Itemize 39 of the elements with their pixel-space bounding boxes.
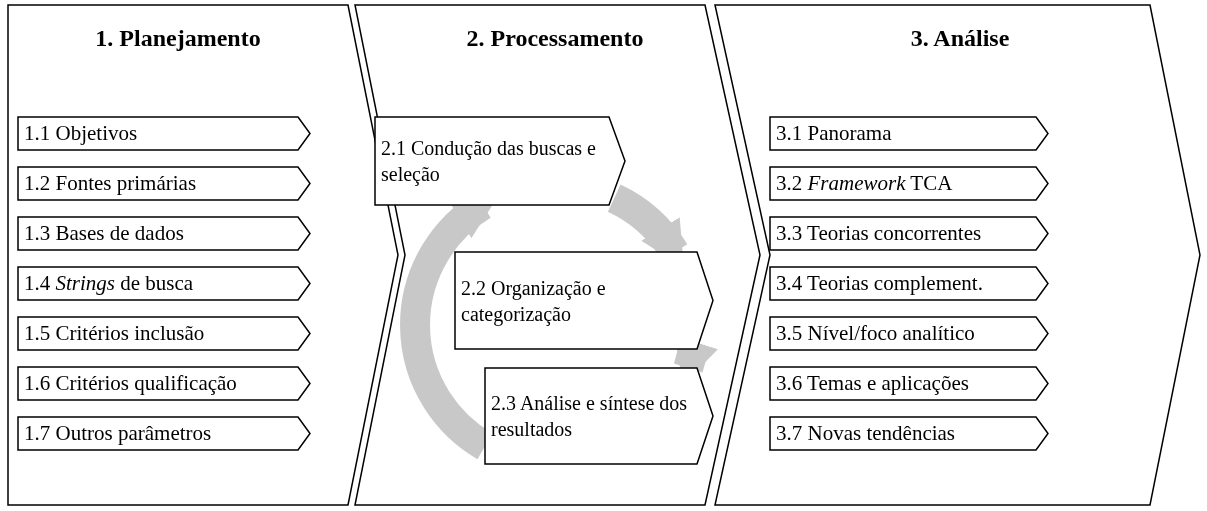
step-label: 3.5 Nível/foco analítico — [776, 319, 976, 347]
phase-title: 2. Processamento — [465, 25, 645, 52]
step-box — [18, 217, 310, 250]
step-label: 3.2 Framework TCA — [776, 169, 954, 197]
step-label: 2.1 Condução das buscas e seleção — [381, 136, 597, 187]
step-box — [18, 117, 310, 150]
step-box — [455, 252, 713, 349]
step-label: 1.6 Critérios qualificação — [24, 369, 238, 397]
step-label: 1.4 Strings de busca — [24, 269, 195, 297]
step-box — [770, 217, 1048, 250]
step-box — [375, 117, 625, 205]
step-box — [18, 317, 310, 350]
step-box — [18, 367, 310, 400]
step-label: 1.5 Critérios inclusão — [24, 319, 206, 347]
step-box — [770, 417, 1048, 450]
step-box — [770, 167, 1048, 200]
step-box — [770, 317, 1048, 350]
step-label: 1.3 Bases de dados — [24, 219, 185, 247]
step-box — [485, 368, 713, 464]
step-box — [18, 417, 310, 450]
phase-panel — [715, 5, 1200, 505]
phase-title: 3. Análise — [909, 25, 1011, 52]
step-box — [18, 167, 310, 200]
step-label: 1.1 Objetivos — [24, 119, 139, 147]
step-box — [770, 117, 1048, 150]
step-label: 3.6 Temas e aplicações — [776, 369, 970, 397]
phase-panel — [355, 5, 760, 505]
step-box — [770, 267, 1048, 300]
step-label: 2.2 Organização e categorização — [461, 275, 607, 327]
step-label: 1.2 Fontes primárias — [24, 169, 198, 197]
step-label: 1.7 Outros parâmetros — [24, 419, 213, 447]
step-label: 3.7 Novas tendências — [776, 419, 957, 447]
step-label: 3.4 Teorias complement. — [776, 269, 984, 297]
step-label: 2.3 Análise e síntese dos resultados — [491, 391, 689, 442]
step-box — [770, 367, 1048, 400]
step-label: 3.3 Teorias concorrentes — [776, 219, 983, 247]
phase-title: 1. Planejamento — [94, 25, 262, 52]
step-box — [18, 267, 310, 300]
step-label: 3.1 Panorama — [776, 119, 893, 147]
